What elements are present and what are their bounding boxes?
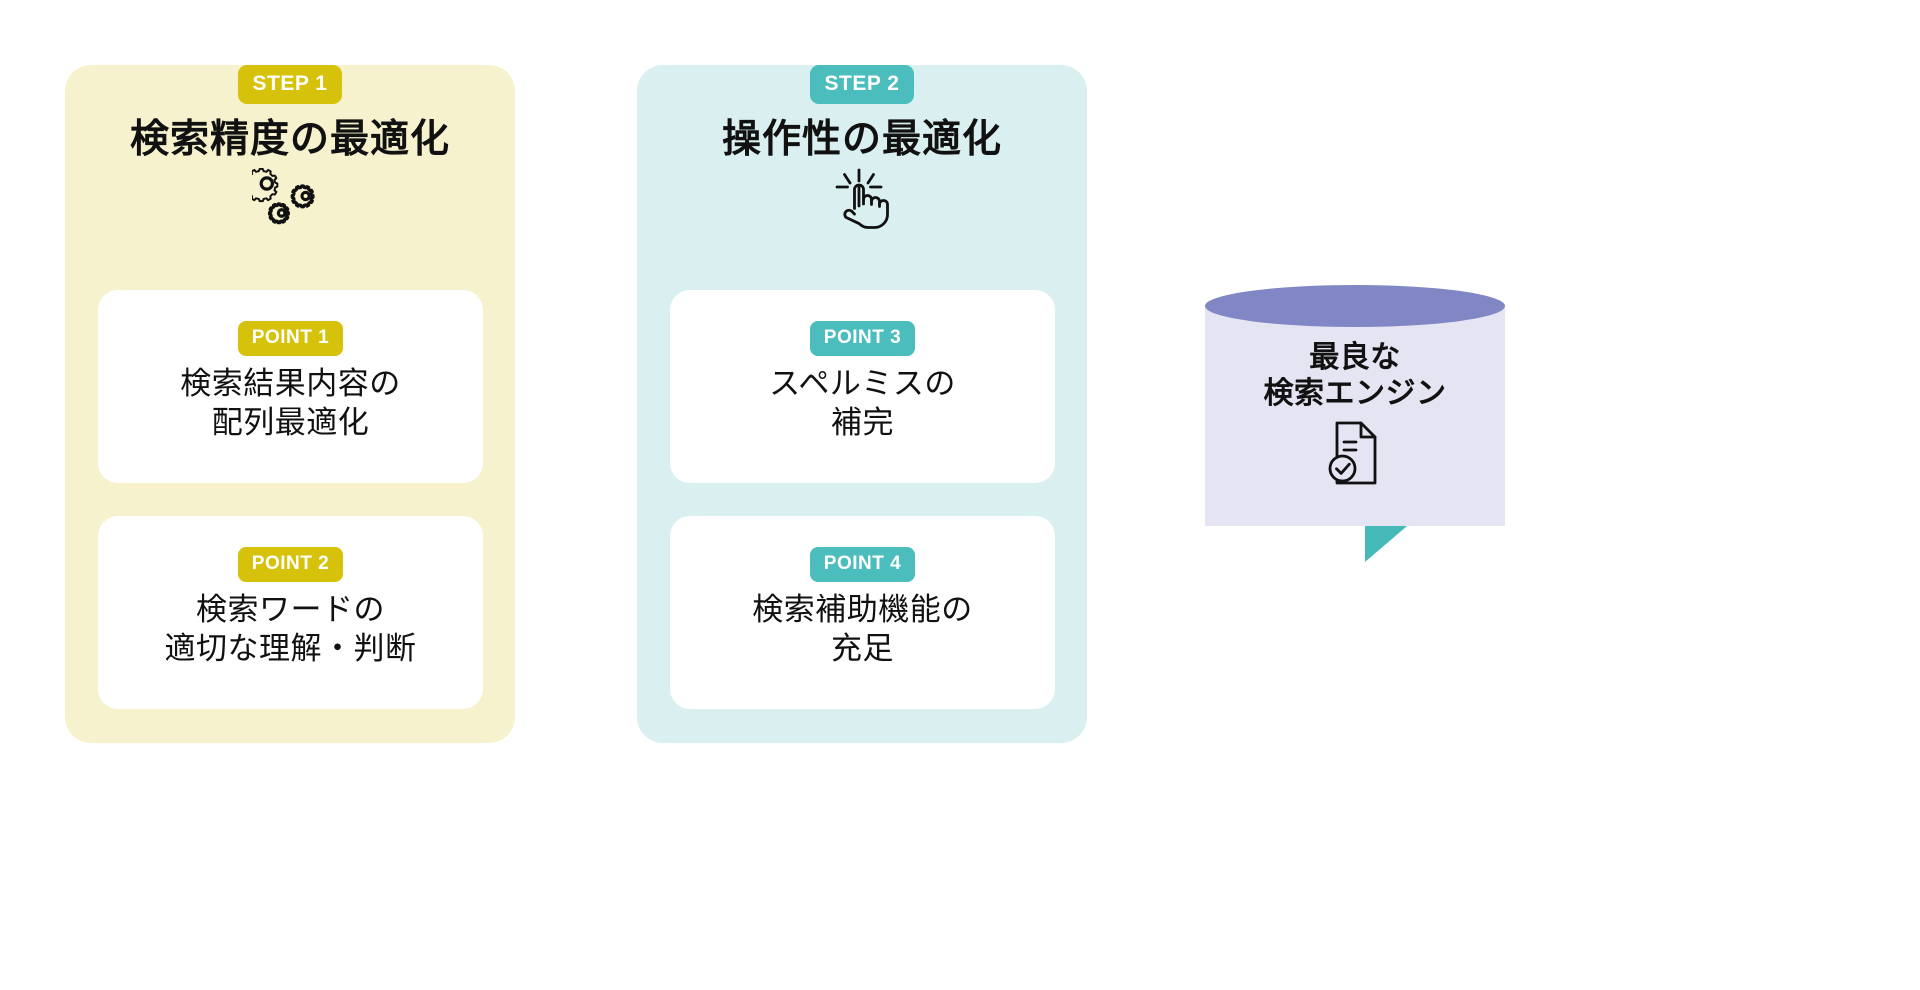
point-card-2: POINT 2 検索ワードの 適切な理解・判断 <box>98 516 483 709</box>
point-2-line-2: 適切な理解・判断 <box>164 631 417 668</box>
click-hand-icon <box>637 168 1087 230</box>
cylinder-body <box>1205 306 1505 526</box>
point-card-4: POINT 4 検索補助機能の 充足 <box>670 516 1055 709</box>
result-line-1: 最良な <box>1309 340 1401 375</box>
step-1-header: STEP 1 検索精度の最適化 <box>65 65 515 230</box>
point-1-badge: POINT 1 <box>237 321 344 356</box>
point-4-text: 検索補助機能の 充足 <box>670 591 1055 669</box>
result-cylinder: 最良な 検索エンジン <box>1205 285 1505 526</box>
result-content: 最良な 検索エンジン <box>1205 285 1505 526</box>
point-3-line-1: スペルミスの <box>769 366 956 402</box>
point-4-line-1: 検索補助機能の <box>752 592 973 628</box>
point-2-badge-wrap: POINT 2 <box>98 516 483 582</box>
step-2-badge: STEP 2 <box>809 65 915 104</box>
step-2-title: 操作性の最適化 <box>721 117 1002 162</box>
gears-icon <box>65 167 515 230</box>
step-2-header: STEP 2 操作性の最適化 <box>637 65 1087 230</box>
document-check-icon <box>1324 420 1386 491</box>
point-2-badge: POINT 2 <box>237 547 344 582</box>
point-card-3: POINT 3 スペルミスの 補完 <box>670 290 1055 483</box>
point-3-text: スペルミスの 補完 <box>670 365 1055 443</box>
point-4-badge: POINT 4 <box>809 547 916 582</box>
point-1-line-1: 検索結果内容の <box>180 366 401 402</box>
point-3-badge: POINT 3 <box>809 321 916 356</box>
point-1-badge-wrap: POINT 1 <box>98 290 483 356</box>
result-line-2: 検索エンジン <box>1263 376 1447 411</box>
point-2-text: 検索ワードの 適切な理解・判断 <box>98 591 483 669</box>
point-2-line-1: 検索ワードの <box>196 592 385 628</box>
result-title: 最良な 検索エンジン <box>1264 340 1447 412</box>
point-4-badge-wrap: POINT 4 <box>670 516 1055 582</box>
step-1-title: 検索精度の最適化 <box>129 117 450 162</box>
point-1-line-2: 配列最適化 <box>211 405 370 442</box>
step-1-badge: STEP 1 <box>237 65 343 104</box>
point-4-line-2: 充足 <box>831 631 894 668</box>
point-card-1: POINT 1 検索結果内容の 配列最適化 <box>98 290 483 483</box>
cylinder-top-ellipse <box>1205 285 1505 327</box>
point-3-badge-wrap: POINT 3 <box>670 290 1055 356</box>
point-1-text: 検索結果内容の 配列最適化 <box>98 365 483 443</box>
point-3-line-2: 補完 <box>831 405 894 442</box>
